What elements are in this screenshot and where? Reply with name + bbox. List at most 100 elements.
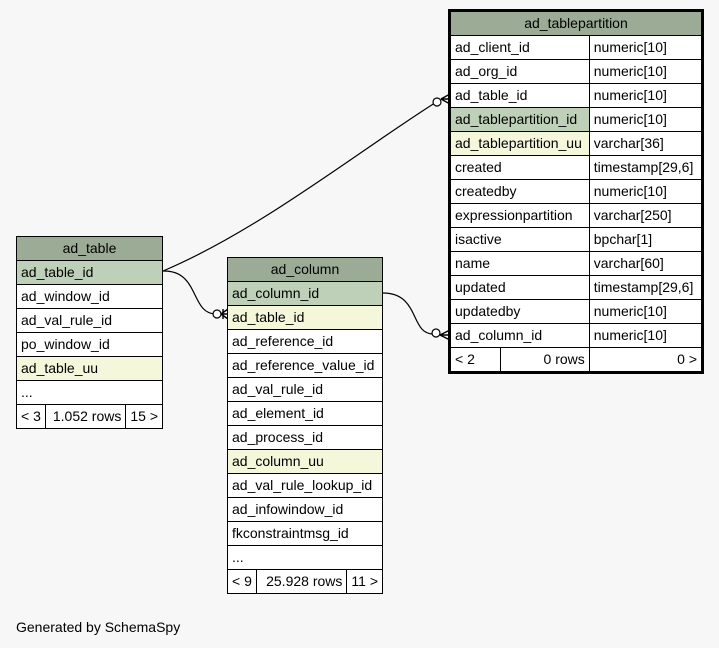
column-name[interactable]: updatedby bbox=[450, 299, 590, 324]
column-name[interactable]: name bbox=[450, 251, 590, 276]
column-row[interactable]: ad_val_rule_id bbox=[16, 308, 163, 333]
column-type: numeric[10] bbox=[588, 35, 703, 60]
relation-ad-table-to-column[interactable] bbox=[162, 270, 217, 315]
prev-link[interactable]: < 3 bbox=[16, 404, 46, 429]
column-name[interactable]: isactive bbox=[450, 227, 590, 252]
relation-column-to-tablepartition[interactable] bbox=[382, 292, 434, 335]
column-row[interactable]: ad_val_rule_id bbox=[227, 377, 383, 402]
column-row[interactable]: ... bbox=[227, 545, 383, 570]
column-type: numeric[10] bbox=[588, 107, 703, 132]
next-link[interactable]: 15 > bbox=[125, 404, 163, 429]
nav-row: < 2 0 rows 0 > bbox=[450, 347, 703, 372]
column-row[interactable]: ad_val_rule_lookup_id bbox=[227, 473, 383, 498]
column-name[interactable]: ad_tablepartition_uu bbox=[450, 131, 590, 156]
column-name[interactable]: updated bbox=[450, 275, 590, 300]
column-type: numeric[10] bbox=[588, 83, 703, 108]
column-name[interactable]: expressionpartition bbox=[450, 203, 590, 228]
column-name[interactable]: ad_column_id bbox=[227, 281, 383, 306]
generated-by-label: Generated by SchemaSpy bbox=[16, 619, 181, 635]
column-name[interactable]: ad_client_id bbox=[450, 35, 590, 60]
column-name[interactable]: ... bbox=[16, 380, 163, 405]
column-name[interactable]: ad_column_uu bbox=[227, 449, 383, 474]
relation-ad-table-to-tablepartition[interactable] bbox=[162, 100, 439, 272]
table-header[interactable]: ad_tablepartition bbox=[450, 11, 702, 36]
column-name[interactable]: ad_reference_id bbox=[227, 329, 383, 354]
column-type: varchar[250] bbox=[588, 203, 703, 228]
column-row[interactable]: po_window_id bbox=[16, 332, 163, 357]
column-row[interactable]: ad_element_id bbox=[227, 401, 383, 426]
column-type: varchar[36] bbox=[588, 131, 703, 156]
column-name[interactable]: ad_column_id bbox=[450, 323, 590, 348]
column-name[interactable]: ad_val_rule_id bbox=[227, 377, 383, 402]
prev-link[interactable]: < 9 bbox=[227, 569, 257, 594]
row-count: 1.052 rows bbox=[44, 404, 127, 429]
column-row[interactable]: ad_infowindow_id bbox=[227, 497, 383, 522]
column-name[interactable]: ad_process_id bbox=[227, 425, 383, 450]
column-type: timestamp[29,6] bbox=[588, 155, 703, 180]
column-type: numeric[10] bbox=[588, 299, 703, 324]
column-name[interactable]: ad_table_id bbox=[450, 83, 590, 108]
column-name[interactable]: ad_table_uu bbox=[16, 356, 163, 381]
column-name[interactable]: po_window_id bbox=[16, 332, 163, 357]
column-name[interactable]: created bbox=[450, 155, 590, 180]
column-name[interactable]: ... bbox=[227, 545, 383, 570]
column-name[interactable]: ad_element_id bbox=[227, 401, 383, 426]
column-name[interactable]: ad_val_rule_lookup_id bbox=[227, 473, 383, 498]
column-name[interactable]: createdby bbox=[450, 179, 590, 204]
column-name[interactable]: ad_tablepartition_id bbox=[450, 107, 590, 132]
column-type: timestamp[29,6] bbox=[588, 275, 703, 300]
column-name[interactable]: ad_org_id bbox=[450, 59, 590, 84]
relation-end-circle bbox=[432, 97, 442, 107]
column-row[interactable]: ad_column_id bbox=[227, 281, 383, 306]
relation-crowfoot bbox=[439, 329, 451, 341]
column-type: numeric[10] bbox=[588, 323, 703, 348]
column-name[interactable]: fkconstraintmsg_id bbox=[227, 521, 383, 546]
column-row[interactable]: ad_table_uu bbox=[16, 356, 163, 381]
column-row[interactable]: ad_window_id bbox=[16, 284, 163, 309]
column-name[interactable]: ad_table_id bbox=[227, 305, 383, 330]
nav-row: < 9 25.928 rows 11 > bbox=[227, 569, 383, 594]
column-row[interactable]: fkconstraintmsg_id bbox=[227, 521, 383, 546]
column-row[interactable]: ad_reference_value_id bbox=[227, 353, 383, 378]
prev-link[interactable]: < 2 bbox=[450, 347, 501, 372]
column-name[interactable]: ad_table_id bbox=[16, 260, 163, 285]
column-row[interactable]: ad_column_uu bbox=[227, 449, 383, 474]
column-name[interactable]: ad_val_rule_id bbox=[16, 308, 163, 333]
column-name[interactable]: ad_infowindow_id bbox=[227, 497, 383, 522]
relation-end-circle bbox=[431, 328, 441, 338]
column-row[interactable]: ... bbox=[16, 380, 163, 405]
column-row[interactable]: ad_process_id bbox=[227, 425, 383, 450]
table-header[interactable]: ad_table bbox=[16, 236, 163, 261]
column-row[interactable]: ad_reference_id bbox=[227, 329, 383, 354]
next-link[interactable]: 0 > bbox=[588, 347, 703, 372]
relation-end-circle bbox=[212, 309, 222, 319]
column-row[interactable]: ad_table_id bbox=[227, 305, 383, 330]
table-header[interactable]: ad_column bbox=[227, 257, 383, 282]
row-count: 25.928 rows bbox=[255, 569, 348, 594]
column-row[interactable]: ad_table_id bbox=[16, 260, 163, 285]
next-link[interactable]: 11 > bbox=[346, 569, 383, 594]
column-name[interactable]: ad_reference_value_id bbox=[227, 353, 383, 378]
column-name[interactable]: ad_window_id bbox=[16, 284, 163, 309]
column-type: numeric[10] bbox=[588, 59, 703, 84]
